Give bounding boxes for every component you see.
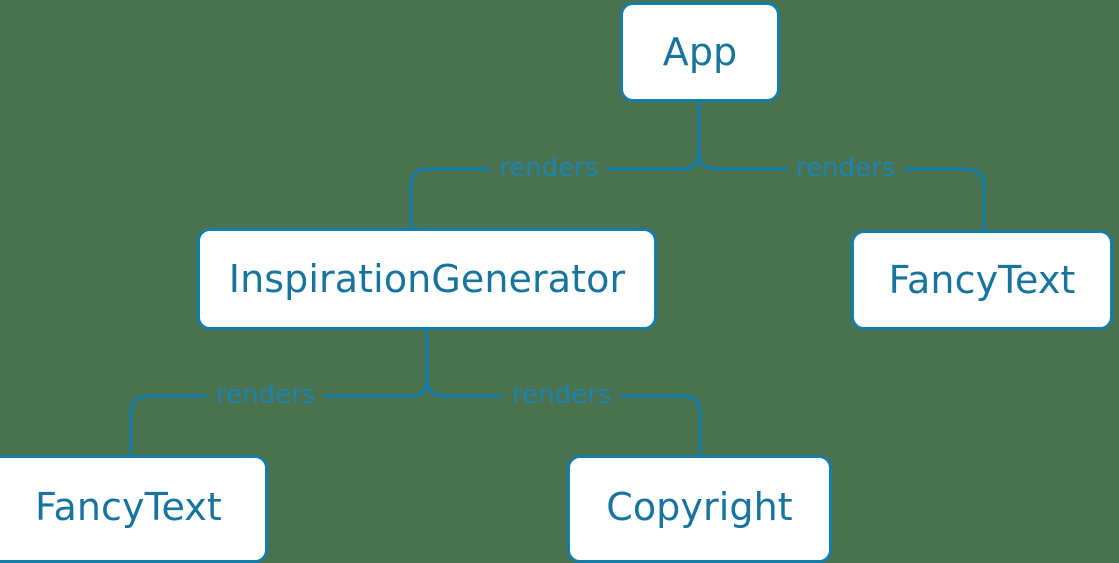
- edge-label-app-to-fancytext-right: renders: [787, 155, 905, 181]
- node-fancytext-right-label: FancyText: [888, 258, 1076, 302]
- node-copyright[interactable]: Copyright: [567, 455, 832, 563]
- edge-label-app-to-inspirationgenerator: renders: [490, 155, 608, 181]
- node-app-label: App: [662, 30, 738, 74]
- node-app[interactable]: App: [620, 2, 780, 102]
- edge-label-inspirationgenerator-to-fancytext-left: renders: [207, 382, 325, 408]
- node-inspirationgenerator-label: InspirationGenerator: [228, 257, 626, 301]
- node-fancytext-left[interactable]: FancyText: [0, 455, 268, 563]
- node-fancytext-left-label: FancyText: [35, 485, 222, 529]
- node-inspirationgenerator[interactable]: InspirationGenerator: [197, 228, 657, 330]
- node-fancytext-right[interactable]: FancyText: [851, 230, 1113, 330]
- node-copyright-label: Copyright: [606, 485, 793, 529]
- edge-label-inspirationgenerator-to-copyright: renders: [503, 382, 621, 408]
